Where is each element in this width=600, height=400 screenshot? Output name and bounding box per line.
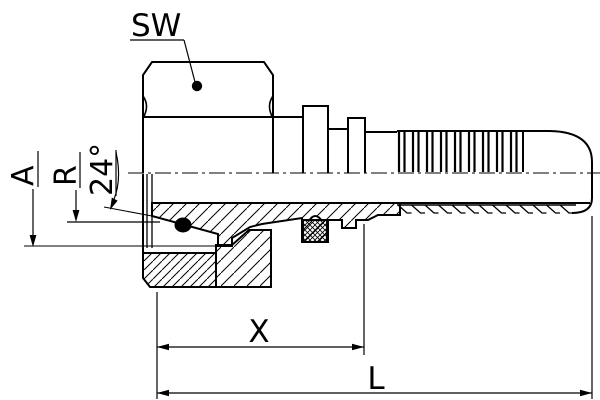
cone-o-ring-seal: [174, 217, 192, 233]
hose-tail-end: [397, 130, 593, 214]
hex-nut-outline: [142, 61, 274, 173]
dim-x-arrow-left: [157, 343, 169, 351]
upper-profile: [142, 61, 593, 214]
dim-r-arrowhead: [72, 210, 80, 222]
dim-l-arrow-right: [580, 389, 592, 397]
nut-section-right: [215, 229, 272, 288]
o-ring-cross-section: [302, 219, 328, 243]
dim-l-arrow-left: [157, 389, 169, 397]
label-x: X: [248, 314, 269, 350]
label-a: A: [6, 165, 41, 186]
dimension-arrowheads: [29, 80, 592, 397]
hex-corner-arc-left: [142, 95, 148, 119]
label-sw: SW: [131, 8, 181, 44]
sw-leader-line: [183, 39, 196, 83]
sw-leader-dot: [191, 80, 203, 92]
label-l: L: [367, 361, 385, 397]
nut-section-left: [142, 252, 217, 288]
hose-tail-lower-section: [397, 202, 590, 214]
label-r: R: [49, 165, 84, 186]
barb-serration: [397, 204, 576, 214]
collar-block-2: [347, 117, 366, 173]
cone-extension-line: [103, 206, 153, 217]
label-cone-angle: 24°: [85, 143, 120, 196]
crimp-collar: [302, 105, 329, 173]
hose-barb-slots: [397, 132, 518, 172]
nut-face-lines: [142, 174, 153, 278]
dim-a-arrowhead: [29, 235, 37, 247]
dimension-lines: [32, 39, 593, 399]
angle-arrowhead: [110, 197, 118, 210]
hex-corner-arc-right: [268, 95, 274, 119]
dim-x-arrow-right: [352, 343, 364, 351]
